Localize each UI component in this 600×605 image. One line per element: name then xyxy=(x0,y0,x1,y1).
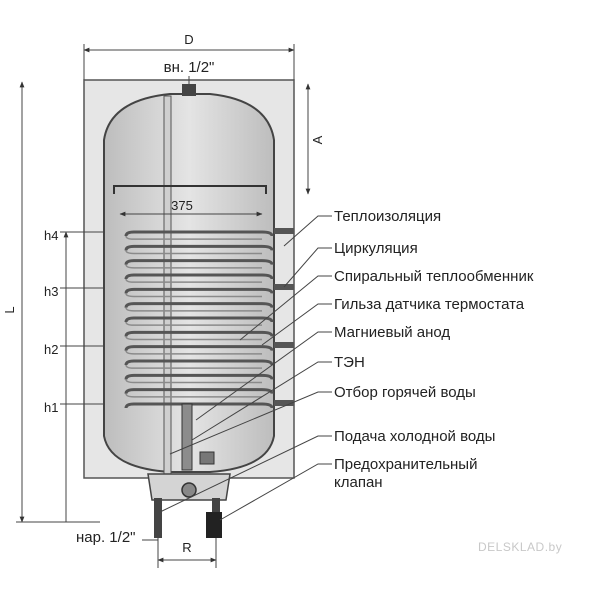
coil-loop xyxy=(124,230,274,237)
label-hot-water-draw: Отбор горячей воды xyxy=(334,384,476,401)
safety-valve xyxy=(206,512,222,538)
dim-a-label: A xyxy=(310,135,325,144)
label-thermostat-sleeve: Гильза датчика термостата xyxy=(334,296,525,313)
coil-loop xyxy=(124,273,274,280)
label-heating-element: ТЭН xyxy=(334,354,365,371)
label-magnesium-anode: Магниевый анод xyxy=(334,324,450,341)
coil-loop-back xyxy=(125,379,262,384)
flange-bolt xyxy=(181,482,197,498)
dim-375-label: 375 xyxy=(171,198,193,213)
inner-tank xyxy=(103,93,275,473)
coil-loop-back xyxy=(125,364,262,369)
height-dimensions xyxy=(60,231,104,522)
dim-d-label: D xyxy=(184,32,193,47)
heating-element xyxy=(181,403,193,471)
thermostat-sleeve xyxy=(199,451,215,465)
coil-loop-back xyxy=(125,293,262,298)
label-circulation: Циркуляция xyxy=(334,240,418,257)
label-cold-water-supply: Подача холодной воды xyxy=(334,428,495,445)
dim-h1-label: h1 xyxy=(44,400,58,415)
cold-water-inlet xyxy=(154,498,162,538)
coil-loop xyxy=(124,330,274,337)
inner-thread-label: вн. 1/2" xyxy=(164,59,215,76)
label-spiral-exchanger: Спиральный теплообменник xyxy=(334,268,534,285)
top-fitting xyxy=(182,84,196,96)
dim-h4-label: h4 xyxy=(44,228,58,243)
coil-loop-back xyxy=(125,264,262,269)
coil-loop xyxy=(124,259,274,265)
coil-loop xyxy=(124,345,274,351)
hot-water-pipe xyxy=(163,95,172,477)
coil-top-bracket xyxy=(113,185,267,194)
coil-loop xyxy=(124,302,274,308)
coil-loop xyxy=(124,402,274,409)
coil-loop-back xyxy=(125,321,262,326)
outer-thread-label: нар. 1/2" xyxy=(76,529,135,546)
coil-loop-back xyxy=(125,235,262,240)
coil-loop-back xyxy=(125,336,262,341)
label-safety-valve-2: клапан xyxy=(334,474,383,491)
coil-loop-back xyxy=(125,250,262,255)
coil-loop-back xyxy=(125,307,262,312)
coil-loop xyxy=(124,316,274,323)
dim-r-label: R xyxy=(182,540,191,555)
spiral-heat-exchanger xyxy=(124,230,274,409)
coil-loop xyxy=(124,287,274,294)
watermark-text: DELSKLAD.by xyxy=(478,540,562,554)
coil-loop-back xyxy=(125,278,262,283)
coil-loop xyxy=(124,373,274,380)
label-leaders xyxy=(159,215,332,521)
coil-loop-back xyxy=(125,350,262,355)
dim-h2-label: h2 xyxy=(44,342,58,357)
dim-l-label: L xyxy=(2,306,17,313)
coil-loop xyxy=(124,359,274,366)
coil-loop-back xyxy=(125,393,262,398)
dim-h3-label: h3 xyxy=(44,284,58,299)
coil-loop xyxy=(124,244,274,251)
label-safety-valve-1: Предохранительный xyxy=(334,456,477,473)
label-insulation: Теплоизоляция xyxy=(334,208,441,225)
